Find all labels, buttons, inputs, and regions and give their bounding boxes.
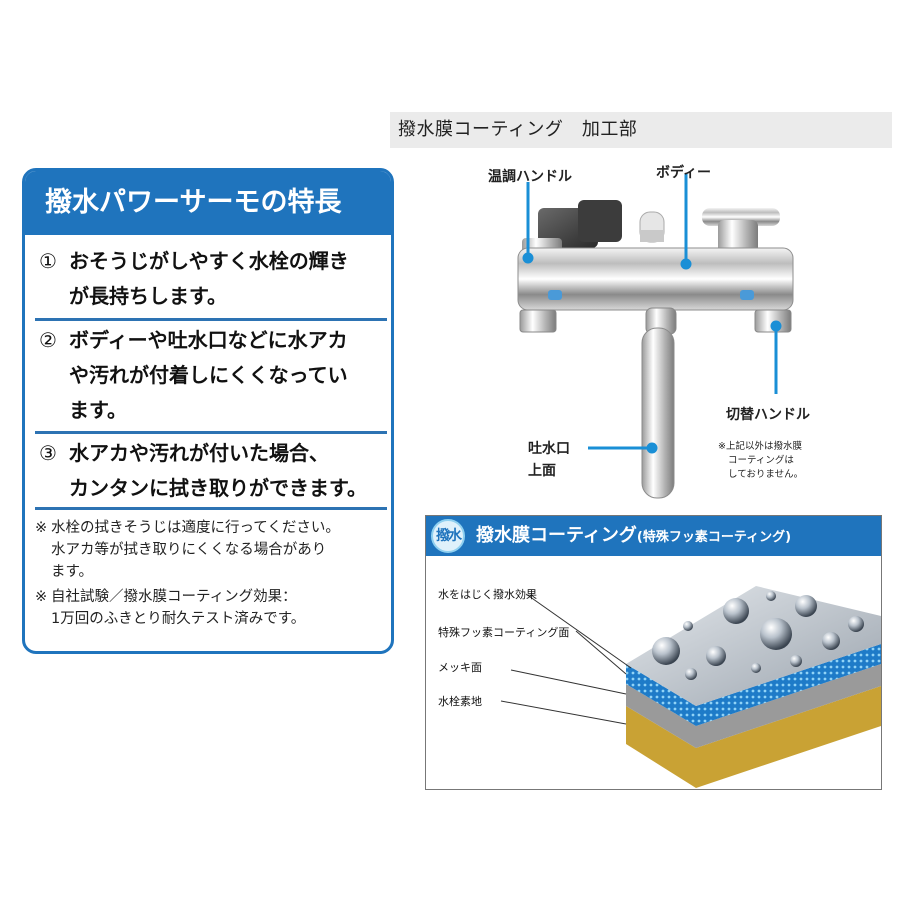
- disclaimer-line: ※上記以外は撥水膜: [718, 441, 802, 452]
- coating-area-title: 撥水膜コーティング 加工部: [390, 112, 892, 148]
- feature-text-line: おそうじがしやすく水栓の輝き: [69, 249, 349, 273]
- diagram-subtitle: (特殊フッ素コーティング): [636, 530, 792, 545]
- callout-switch-handle: 切替ハンドル: [726, 407, 810, 423]
- layer-label-base: 水栓素地: [438, 695, 482, 708]
- divider: [35, 507, 387, 510]
- note-text-line: 自社試験／撥水膜コーティング効果：: [51, 589, 297, 605]
- note-text-line: 水栓の拭きそうじは適度に行ってください。: [51, 520, 340, 536]
- coating-layer: [626, 644, 881, 726]
- disclaimer: ※上記以外は撥水膜 コーティングは しておりません。: [718, 440, 803, 482]
- layer-label-water-repellent: 水をはじく撥水効果: [438, 588, 537, 601]
- feature-number: ③: [39, 441, 57, 465]
- divider: [35, 318, 387, 321]
- water-badge-icon: 撥水: [431, 519, 465, 553]
- feature-text-line: 水アカや汚れが付いた場合、: [69, 441, 329, 465]
- panel-title: 撥水パワーサーモの特長: [25, 171, 391, 235]
- feature-number: ①: [39, 249, 57, 273]
- note-mark: ※: [35, 520, 48, 536]
- note-text-line: 1万回のふきとり耐久テスト済みです。: [51, 611, 306, 627]
- water-droplets: [652, 591, 864, 680]
- disclaimer-line: コーティングは: [728, 455, 794, 466]
- feature-number: ②: [39, 328, 57, 352]
- note-test: ※ 自社試験／撥水膜コーティング効果： 1万回のふきとり耐久テスト済みです。: [35, 586, 391, 630]
- temp-handle-grip: [578, 200, 622, 242]
- callout-body: ボディー: [656, 165, 712, 181]
- diagram-title: 撥水膜コーティング(特殊フッ素コーティング): [476, 516, 791, 556]
- diagram-header: 撥水 撥水膜コーティング(特殊フッ素コーティング): [426, 516, 881, 556]
- feature-text-line: が長持ちします。: [69, 284, 227, 308]
- base-layer: [626, 686, 881, 788]
- feature-text-line: ます。: [69, 398, 127, 422]
- layer-label-fluorine-coating: 特殊フッ素コーティング面: [438, 626, 570, 639]
- feature-item-3: ③ 水アカや汚れが付いた場合、 カンタンに拭き取りができます。: [35, 436, 387, 506]
- faucet-illustration: 温調ハンドル ボディー 切替ハンドル 吐水口 上面 ※上記以外は撥水膜 コーティ…: [410, 150, 890, 500]
- plating-layer: [626, 664, 881, 748]
- faucet-body: [517, 247, 794, 311]
- note-text-line: ます。: [51, 564, 94, 580]
- note-cleaning: ※ 水栓の拭きそうじは適度に行ってください。 水アカ等が拭き取りにくくなる場合が…: [35, 517, 391, 583]
- feature-text-line: ボディーや吐水口などに水アカ: [69, 328, 348, 352]
- note-text-line: 水アカ等が拭き取りにくくなる場合があり: [51, 542, 327, 558]
- divider: [35, 431, 387, 434]
- feature-item-2: ② ボディーや吐水口などに水アカ や汚れが付着しにくくなってい ます。: [35, 323, 387, 428]
- feature-panel: 撥水パワーサーモの特長 ① おそうじがしやすく水栓の輝き が長持ちします。 ② …: [22, 168, 394, 654]
- layer-block-illustration: [500, 586, 881, 788]
- diagram-title-main: 撥水膜コーティング: [476, 525, 637, 546]
- spout: [641, 327, 675, 499]
- feature-text-line: や汚れが付着しにくくなってい: [69, 363, 348, 387]
- feature-text-line: カンタンに拭き取りができます。: [69, 476, 367, 500]
- callout-spout-line2: 上面: [528, 463, 556, 479]
- feature-item-1: ① おそうじがしやすく水栓の輝き が長持ちします。: [35, 244, 387, 314]
- callout-spout-line1: 吐水口: [528, 441, 570, 457]
- callout-temp-handle: 温調ハンドル: [488, 169, 572, 185]
- layer-label-plating: メッキ面: [438, 661, 482, 674]
- faucet-image: [517, 174, 794, 499]
- coating-diagram: 撥水 撥水膜コーティング(特殊フッ素コーティング): [425, 515, 882, 790]
- note-mark: ※: [35, 589, 48, 605]
- disclaimer-line: しておりません。: [728, 469, 804, 480]
